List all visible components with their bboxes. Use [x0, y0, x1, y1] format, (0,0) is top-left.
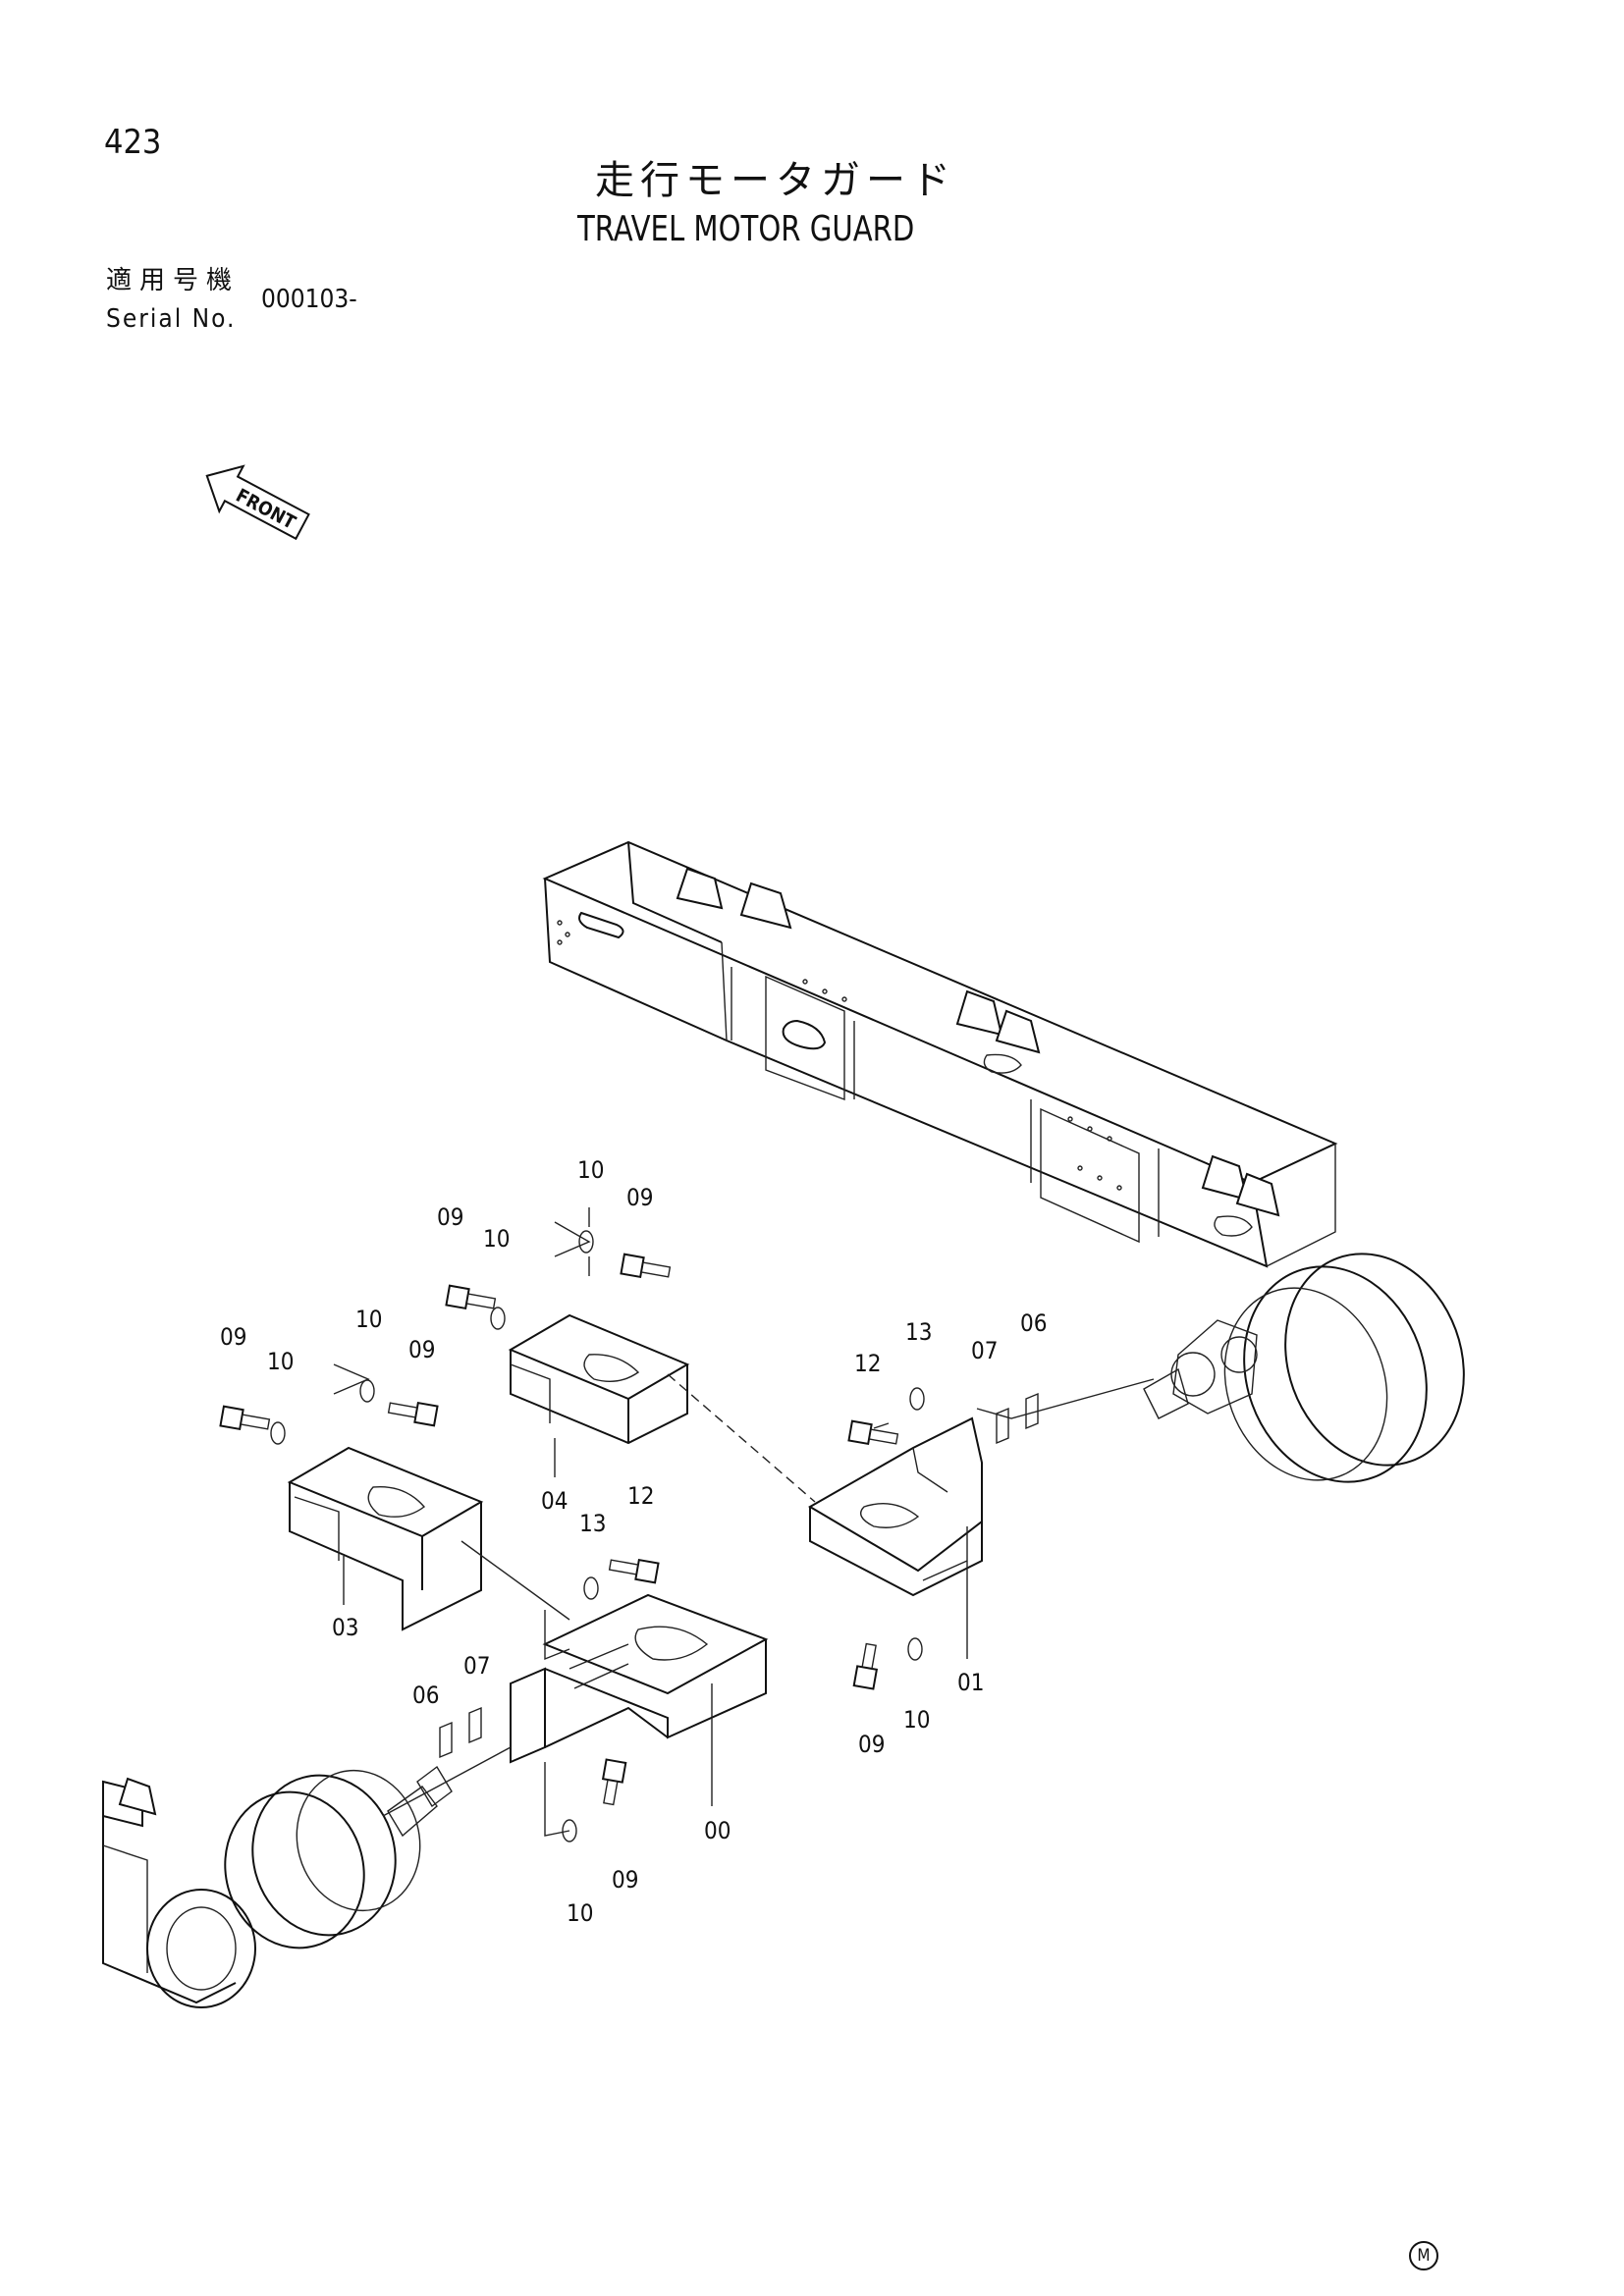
track-frame-right — [542, 840, 1338, 1268]
serial-label: Serial No. — [106, 304, 237, 334]
part-label-10-c: 10 — [355, 1306, 382, 1333]
part-label-13-b: 13 — [579, 1510, 606, 1537]
guard-part-01 — [808, 1416, 983, 1597]
part-label-00: 00 — [704, 1817, 731, 1844]
part-labels: 00 01 03 04 06 06 07 07 09 09 09 09 09 0… — [220, 1156, 1047, 1927]
part-label-09-e: 09 — [858, 1731, 885, 1758]
part-label-10-f: 10 — [567, 1899, 593, 1927]
track-frame-left — [102, 1765, 453, 2008]
part-label-03: 03 — [332, 1614, 358, 1641]
part-label-09-d: 09 — [408, 1336, 435, 1363]
guard-part-00 — [510, 1593, 769, 1764]
part-label-06-right: 06 — [1020, 1309, 1047, 1337]
part-label-10-e: 10 — [903, 1706, 930, 1734]
serial-number: 000103- — [261, 285, 357, 314]
part-label-09-f: 09 — [612, 1866, 638, 1894]
part-label-09-b: 09 — [626, 1184, 653, 1211]
part-label-12-a: 12 — [854, 1350, 881, 1377]
part-label-07-right: 07 — [971, 1337, 998, 1364]
part-label-07-left: 07 — [463, 1652, 490, 1680]
page-number: 423 — [104, 123, 162, 162]
part-label-12-b: 12 — [627, 1482, 654, 1510]
shim-plates-right — [996, 1392, 1039, 1445]
part-label-10-a: 10 — [577, 1156, 604, 1184]
front-arrow-icon: FRONT — [205, 464, 310, 541]
part-label-04: 04 — [541, 1487, 568, 1515]
part-label-09-a: 09 — [437, 1203, 463, 1231]
washer-icons — [270, 1230, 925, 1842]
part-label-09-c: 09 — [220, 1323, 246, 1351]
part-label-13-a: 13 — [905, 1318, 932, 1346]
part-label-01: 01 — [957, 1669, 984, 1696]
travel-motor-right — [1143, 1253, 1465, 1483]
serial-label-japanese: 適用号機 — [106, 266, 241, 295]
guard-part-03 — [287, 1446, 484, 1631]
guard-part-04 — [508, 1313, 690, 1445]
part-label-10-b: 10 — [483, 1225, 510, 1253]
page-title: TRAVEL MOTOR GUARD — [577, 209, 915, 249]
corner-m-mark: M — [1409, 2241, 1438, 2270]
page-title-japanese: 走行モータガード — [595, 158, 956, 203]
bolt-icons — [219, 1253, 899, 1806]
shim-plates-left — [439, 1706, 482, 1759]
part-label-10-d: 10 — [267, 1348, 294, 1375]
part-label-06-left: 06 — [412, 1682, 439, 1709]
assembly-leader-lines — [333, 1207, 1155, 1837]
